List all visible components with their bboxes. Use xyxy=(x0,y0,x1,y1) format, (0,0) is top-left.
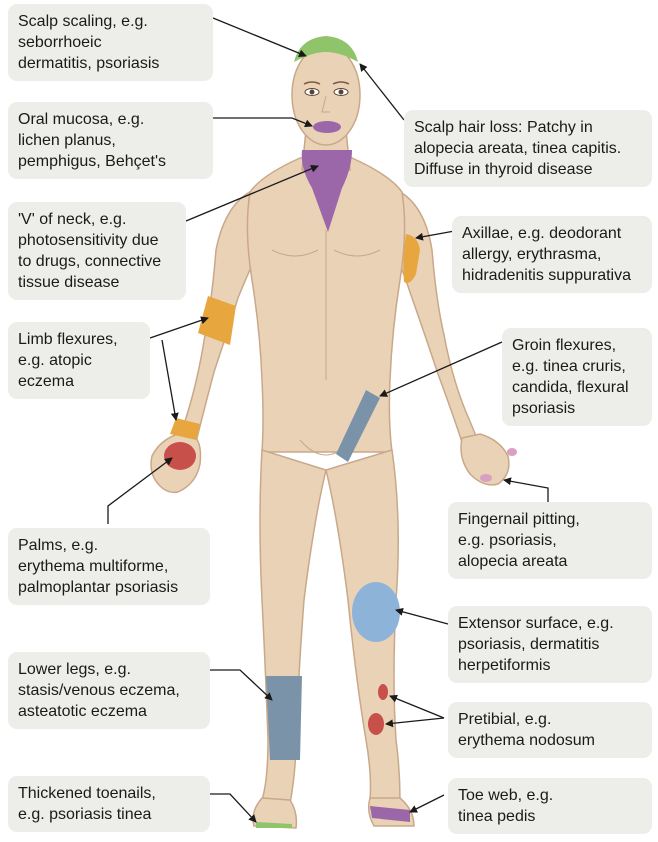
pointer-fingernail-pitting xyxy=(504,480,548,504)
label-thickened-toenails: Thickened toenails, e.g. psoriasis tinea xyxy=(8,776,210,832)
label-lower-legs: Lower legs, e.g. stasis/venous eczema, a… xyxy=(8,652,210,729)
label-scalp-hair-loss: Scalp hair loss: Patchy in alopecia area… xyxy=(404,110,652,187)
label-scalp-scaling: Scalp scaling, e.g. seborrhoeic dermatit… xyxy=(8,4,213,81)
pointer-extensor-surface xyxy=(396,610,448,624)
label-groin-flexures: Groin flexures, e.g. tinea cruris, candi… xyxy=(502,328,652,426)
pretibial-region-2 xyxy=(368,713,384,735)
oral-mucosa-region xyxy=(313,121,341,133)
pointer-pretibial-1 xyxy=(390,696,444,718)
knee-region xyxy=(352,582,400,642)
palm-region xyxy=(164,442,196,470)
label-oral-mucosa: Oral mucosa, e.g. lichen planus, pemphig… xyxy=(8,102,213,179)
pointer-scalp-scaling xyxy=(213,18,306,56)
label-toe-web: Toe web, e.g. tinea pedis xyxy=(448,778,652,834)
pointer-toenails xyxy=(210,794,256,822)
label-axillae: Axillae, e.g. deodorant allergy, erythra… xyxy=(452,216,652,293)
fingernail-region-1 xyxy=(480,474,492,482)
label-fingernail-pitting: Fingernail pitting, e.g. psoriasis, alop… xyxy=(448,502,652,579)
label-v-neck: 'V' of neck, e.g. photosensitivity due t… xyxy=(8,202,186,300)
pointer-limb-flexures-wrist xyxy=(162,340,176,420)
fingernail-region-2 xyxy=(507,448,517,456)
pretibial-region-1 xyxy=(378,684,388,700)
label-palms: Palms, e.g. erythema multiforme, palmopl… xyxy=(8,528,210,605)
label-extensor-surface: Extensor surface, e.g. psoriasis, dermat… xyxy=(448,606,652,683)
label-limb-flexures: Limb flexures, e.g. atopic eczema xyxy=(8,322,150,399)
label-pretibial: Pretibial, e.g. erythema nodosum xyxy=(448,702,652,758)
pointer-lower-legs xyxy=(210,670,272,700)
pointer-toe-web xyxy=(410,795,444,812)
pointer-limb-flexures-elbow xyxy=(150,318,208,338)
pointer-scalp-hair-loss xyxy=(360,64,404,120)
lower-leg-region xyxy=(266,676,302,760)
